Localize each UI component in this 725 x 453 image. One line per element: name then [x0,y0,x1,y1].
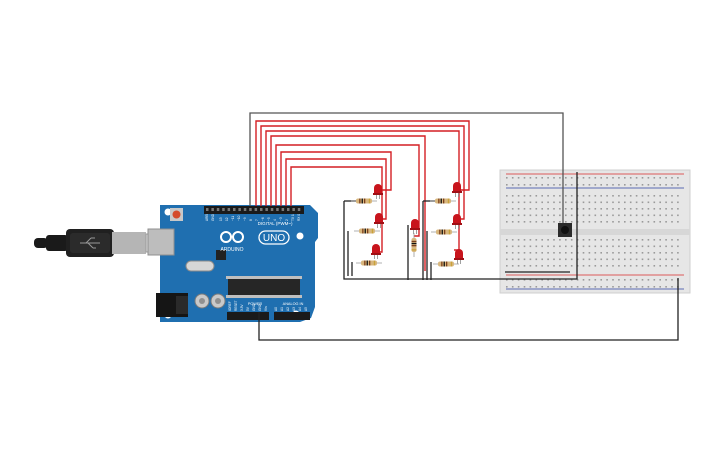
pin-label: RESET [234,300,238,311]
header-pin[interactable] [287,208,290,211]
pin-label: RX 0 [297,214,301,221]
header-pin[interactable] [270,208,274,211]
led[interactable] [454,249,464,264]
pin-label: ~10 [237,215,241,221]
pin-label: ~5 [267,217,271,221]
analog-header-label: ANALOG IN [283,302,304,306]
header-pin[interactable] [216,208,220,211]
header-pin[interactable] [222,208,225,211]
led[interactable] [452,214,462,229]
crystal [185,260,215,272]
header-pin[interactable] [243,208,247,211]
pin-label: 8 [249,219,253,221]
aref-label: AREF [205,212,209,221]
capacitor [194,293,210,309]
microcontroller-chip [226,276,302,298]
pin-label: 13 [219,217,223,221]
pin-label: 12 [225,217,229,221]
reset-button[interactable] [170,208,183,221]
pin-label: ~11 [231,216,235,221]
pin-label: GND [252,303,256,311]
header-pin[interactable] [233,208,236,211]
resistor[interactable] [430,198,456,204]
ground-wire [343,172,578,280]
led[interactable] [373,184,383,199]
pin-label: 7 [255,219,259,221]
resistor[interactable] [354,228,380,234]
dc-power-jack [156,293,188,317]
header-pin[interactable] [281,208,285,211]
brand-text: ARDUINO [220,247,243,253]
header-pin[interactable] [276,208,279,211]
breadboard[interactable] [499,169,691,294]
pin-label: Vin [264,306,268,311]
header-pin[interactable] [249,208,252,211]
resistor[interactable] [411,233,417,257]
digital-header-label: DIGITAL (PWM~) [258,221,293,226]
header-pin[interactable] [265,208,268,211]
header-pin[interactable] [292,208,295,211]
resistor[interactable] [431,229,457,235]
capacitor [210,293,226,309]
pin-label: A3 [292,307,296,311]
header-pin[interactable] [238,208,241,211]
signal-wire [285,158,387,220]
led[interactable] [374,213,384,228]
pin-label: 3.3V [240,304,244,311]
pin-label: 2 [285,219,289,221]
signal-wire [255,120,470,206]
resistor[interactable] [433,261,459,267]
signal-wire [260,125,465,220]
usb-icon [80,237,100,249]
pin-label: A4 [298,307,302,311]
resistor[interactable] [351,198,377,204]
power-pin-header[interactable] [227,312,269,320]
header-pin[interactable] [260,208,263,211]
header-pin[interactable] [227,208,231,211]
led[interactable] [410,219,420,234]
pin-label: A5 [304,307,308,311]
pin-label: 5V [246,306,250,311]
arduino-logo: UNO ARDUINO [220,230,290,253]
uno-logo-text: UNO [263,233,285,244]
pin-label: TX 1 [291,214,295,221]
pin-label: ~6 [261,217,265,221]
header-pin[interactable] [211,208,214,211]
pin-label: ~9 [243,217,247,221]
led[interactable] [452,182,462,197]
pin-label: IOREF [228,301,232,311]
resistor[interactable] [356,260,382,266]
pushbutton[interactable] [558,223,572,237]
pin-label: 4 [273,219,277,221]
ground-wire [258,278,679,341]
header-pin[interactable] [254,208,258,211]
signal-wire [270,135,426,271]
pin-label: A2 [286,307,290,311]
digital-pin-header[interactable] [204,206,304,214]
power-header-label: POWER [248,302,263,306]
pin-label: A1 [280,307,284,311]
pin-label: GND [258,303,262,311]
pin-label: A0 [274,307,278,311]
power-wire [249,112,564,225]
led[interactable] [371,244,381,259]
pin-label: ~3 [279,217,283,221]
signal-wire [275,144,420,237]
header-pin[interactable] [206,208,209,211]
analog-pin-header[interactable] [274,312,310,320]
breadboard-holes[interactable] [506,177,679,288]
gnd-label: GND [211,213,215,221]
header-pin[interactable] [297,208,301,211]
signal-wire [280,151,392,206]
